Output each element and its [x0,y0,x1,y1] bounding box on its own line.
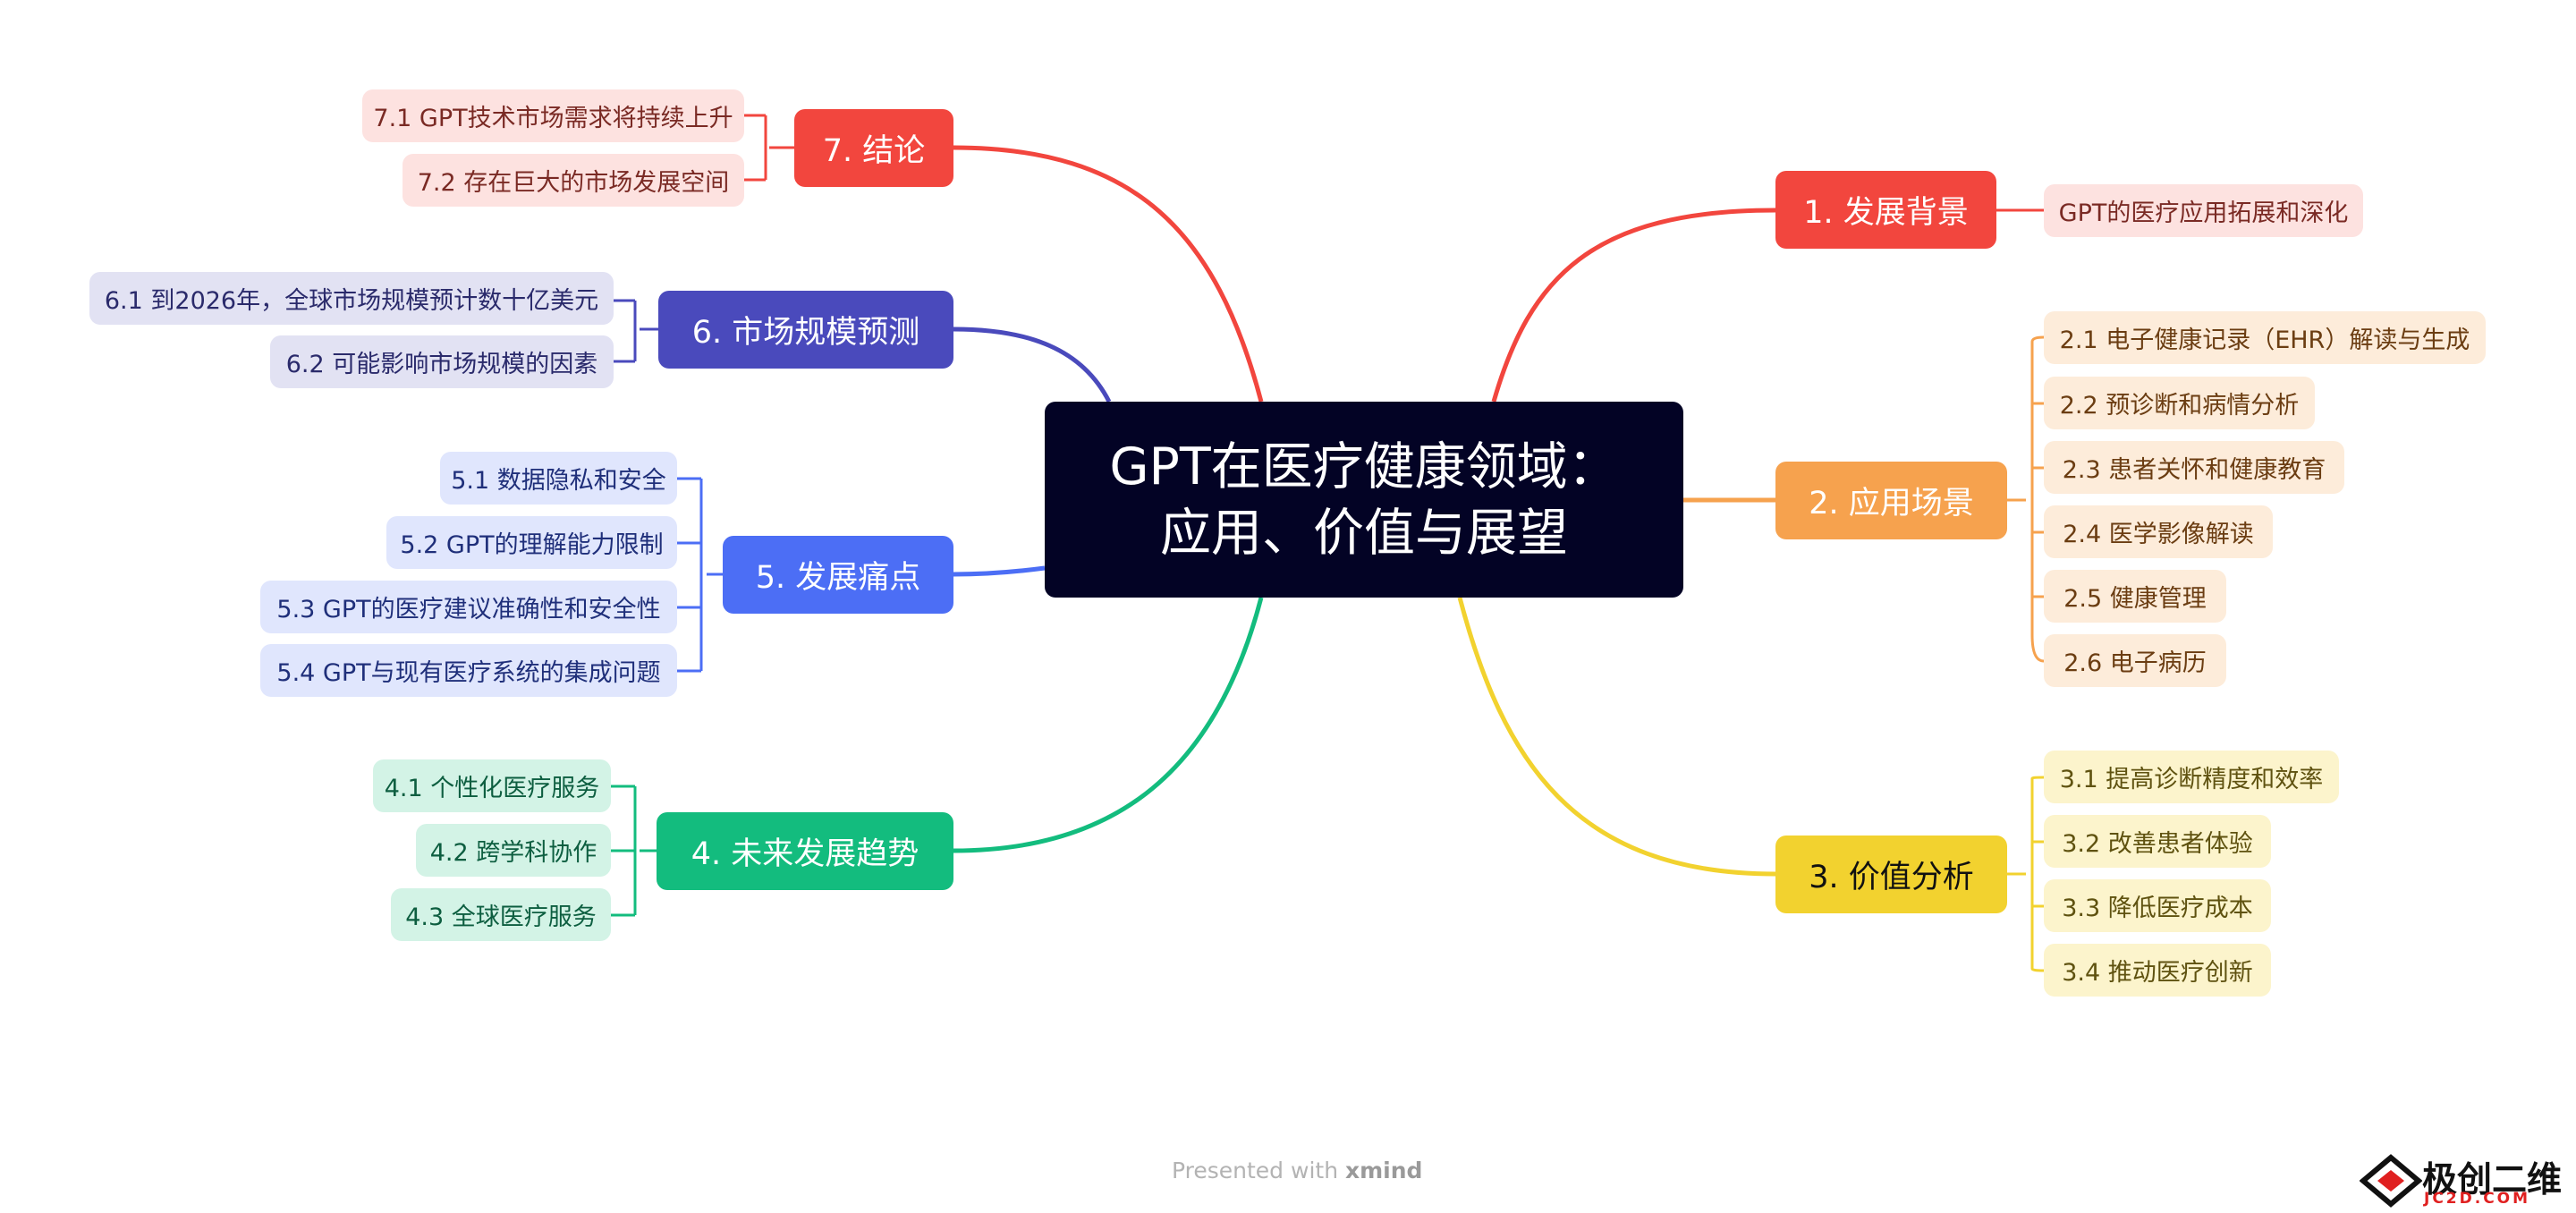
branch-5-sub-3[interactable]: 5.3 GPT的医疗建议准确性和安全性 [260,581,677,633]
branch-2-sub-2[interactable]: 2.2 预诊断和病情分析 [2044,377,2315,429]
branch-6-sub-2[interactable]: 6.2 可能影响市场规模的因素 [270,335,614,388]
branch-1-sub-1[interactable]: GPT的医疗应用拓展和深化 [2044,184,2363,237]
central-topic-line2: 应用、价值与展望 [1160,503,1568,563]
branch-7-sub-2[interactable]: 7.2 存在巨大的市场发展空间 [402,154,744,207]
branch-2-sub-4[interactable]: 2.4 医学影像解读 [2044,505,2273,558]
diamond-logo-icon [2360,1154,2422,1208]
branch-4-sub-3[interactable]: 4.3 全球医疗服务 [391,888,611,941]
connector-b6 [953,327,1112,403]
connector-b5 [953,565,1046,577]
watermark-logo: 极创二维 [2360,1154,2562,1208]
xmind-brand: xmind [1344,1158,1423,1183]
branch-7-sub-1[interactable]: 7.1 GPT技术市场需求将持续上升 [362,89,744,142]
connector-b3 [1457,597,1776,877]
branch-4-sub-1[interactable]: 4.1 个性化医疗服务 [373,759,611,812]
branch-3-sub-1[interactable]: 3.1 提高诊断精度和效率 [2044,751,2339,803]
presented-with-footer[interactable]: Presented with xmind [1172,1158,1422,1183]
branch-4-topic[interactable]: 4. 未来发展趋势 [657,812,953,890]
branch-6-topic[interactable]: 6. 市场规模预测 [658,291,953,369]
branch-3-sub-3[interactable]: 3.3 降低医疗成本 [2044,879,2271,932]
branch-5-sub-1[interactable]: 5.1 数据隐私和安全 [440,452,677,505]
branch-3-topic[interactable]: 3. 价值分析 [1775,836,2007,913]
branch-7-topic[interactable]: 7. 结论 [794,109,953,187]
branch-4-sub-2[interactable]: 4.2 跨学科协作 [416,824,611,877]
branch-6-sub-1[interactable]: 6.1 到2026年，全球市场规模预计数十亿美元 [89,272,614,325]
branch-2-topic[interactable]: 2. 应用场景 [1775,462,2007,539]
central-topic[interactable]: GPT在医疗健康领域： 应用、价值与展望 [1045,402,1683,598]
watermark-text: 极创二维 [2422,1160,2563,1200]
connector-b4 [953,597,1264,853]
branch-5-sub-4[interactable]: 5.4 GPT与现有医疗系统的集成问题 [260,644,677,697]
branch-5-topic[interactable]: 5. 发展痛点 [723,536,953,614]
branch-2-sub-6[interactable]: 2.6 电子病历 [2044,634,2226,687]
connector-b7 [953,145,1264,403]
branch-5-sub-2[interactable]: 5.2 GPT的理解能力限制 [386,516,677,569]
watermark-subtext: JC2D.COM [2424,1190,2531,1208]
footer-prefix: Presented with [1172,1158,1345,1183]
branch-3-sub-4[interactable]: 3.4 推动医疗创新 [2044,944,2271,997]
branch-3-sub-2[interactable]: 3.2 改善患者体验 [2044,815,2271,868]
branch-2-sub-1[interactable]: 2.1 电子健康记录（EHR）解读与生成 [2044,311,2486,364]
connector-b1 [1491,208,1776,403]
branch-2-sub-3[interactable]: 2.3 患者关怀和健康教育 [2044,441,2344,494]
central-topic-line1: GPT在医疗健康领域： [1109,437,1619,496]
branch-1-topic[interactable]: 1. 发展背景 [1775,171,1996,249]
branch-2-sub-5[interactable]: 2.5 健康管理 [2044,570,2226,623]
